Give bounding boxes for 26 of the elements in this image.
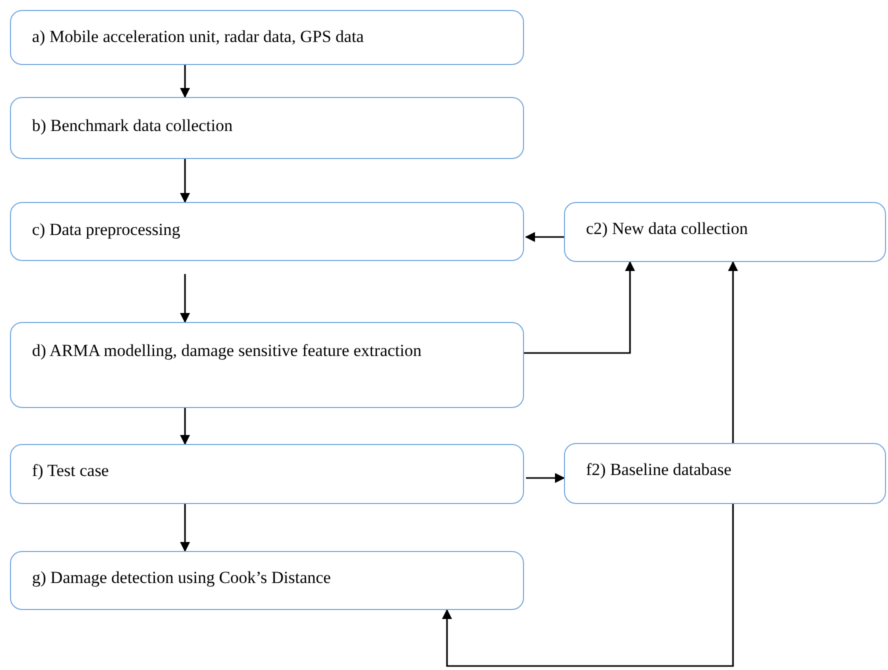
arrow [524, 261, 635, 354]
step-label: d) ARMA modelling, damage sensitive feature extraction [32, 340, 422, 362]
process-box [10, 97, 524, 159]
arrow [728, 261, 738, 443]
step-label: g) Damage detection using Cook’s Distance [32, 567, 331, 589]
process-box [10, 10, 524, 65]
step-label: c2) New data collection [586, 218, 748, 240]
arrow [525, 232, 564, 242]
step-label: f) Test case [32, 460, 109, 482]
step-label: c) Data preprocessing [32, 219, 180, 241]
arrow [180, 65, 190, 98]
step-label: f2) Baseline database [586, 459, 732, 481]
process-box [10, 202, 524, 261]
process-box [10, 444, 524, 504]
process-box [10, 322, 524, 408]
step-label: b) Benchmark data collection [32, 115, 233, 137]
arrow [180, 274, 190, 323]
arrow [526, 473, 565, 483]
arrow [180, 408, 190, 445]
arrow [180, 159, 190, 203]
arrow [442, 504, 734, 667]
process-box [564, 443, 886, 504]
process-box [564, 202, 886, 262]
arrow [180, 504, 190, 552]
step-label: a) Mobile acceleration unit, radar data, GPS data [32, 26, 364, 48]
process-box [10, 551, 524, 610]
